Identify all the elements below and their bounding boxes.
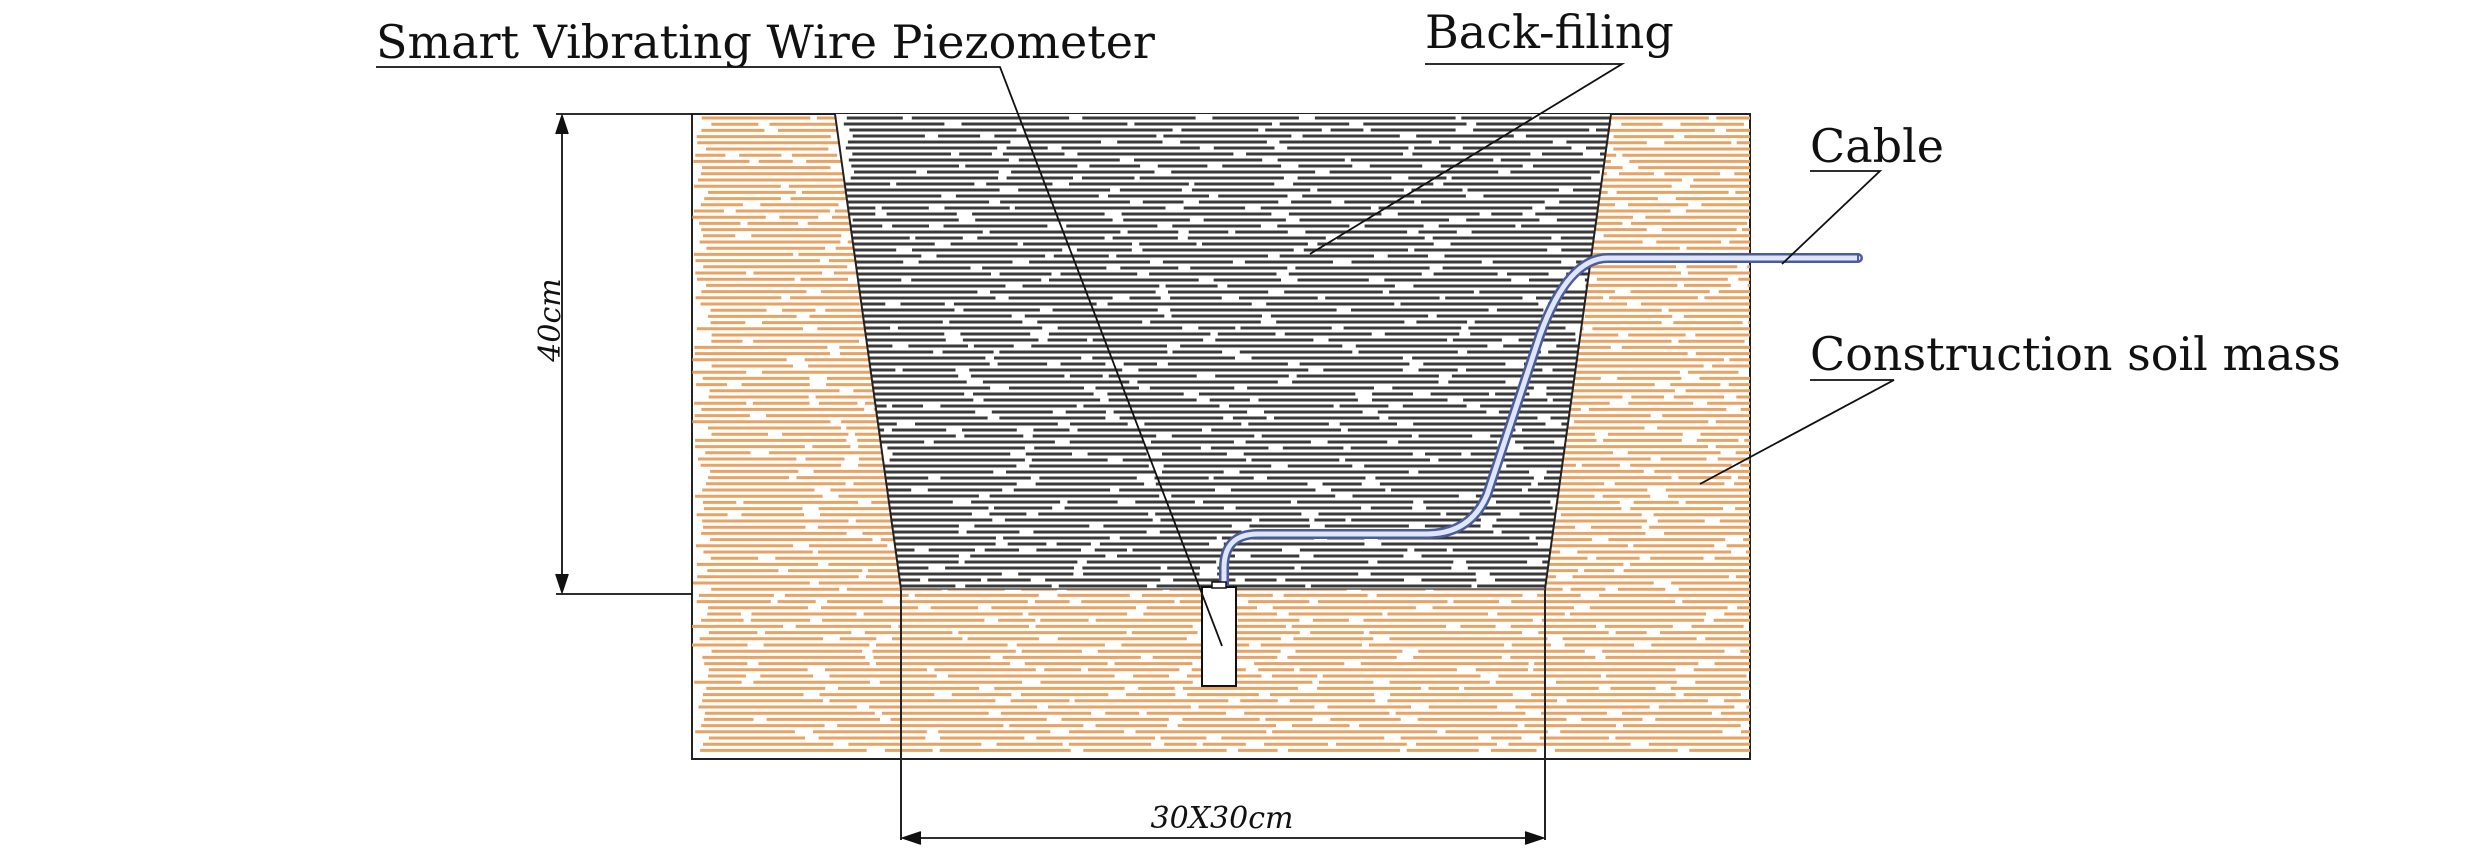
soil-label: Construction soil mass: [1810, 327, 2341, 381]
width-dimension: [900, 831, 1546, 845]
height-dimension-label: 40cm: [533, 278, 568, 362]
cable-leader: [1781, 170, 1883, 265]
piezometer-sensor: [1201, 581, 1237, 687]
backfill-leader: [1309, 63, 1626, 255]
height-dimension: [555, 113, 692, 595]
cable: [1219, 253, 1863, 590]
backfill-label: Back-filing: [1425, 5, 1674, 59]
soil-leader: [1699, 379, 1895, 485]
piezometer-leader: [376, 66, 1223, 647]
width-dimension-label: 30X30cm: [1151, 801, 1294, 836]
cable-label: Cable: [1810, 119, 1944, 173]
piezometer-label: Smart Vibrating Wire Piezometer: [376, 15, 1155, 69]
